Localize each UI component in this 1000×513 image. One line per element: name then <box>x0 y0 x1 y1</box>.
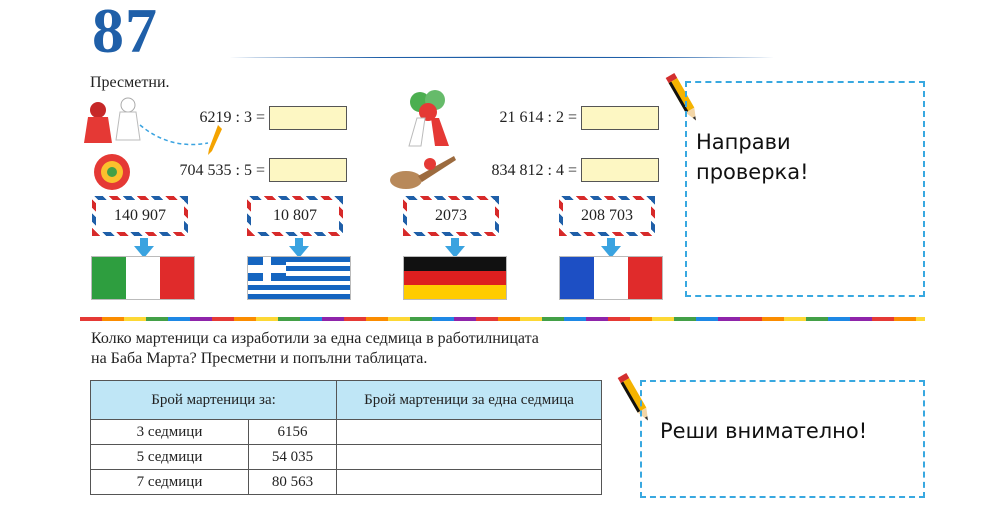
table-row: 3 седмици 6156 <box>90 419 602 445</box>
answer-field-2[interactable] <box>581 106 659 130</box>
stamp-answer-3: 2073 <box>403 196 499 236</box>
exercise-title: Пресметни. <box>90 74 170 91</box>
down-arrow-icon <box>601 238 621 258</box>
top-rule <box>229 56 775 58</box>
table-header-right: Брой мартеници за една седмица <box>336 380 602 420</box>
check-note-text: Направи проверка! <box>696 130 809 184</box>
clover-martenitsa-icon <box>408 90 449 147</box>
count-cell: 54 035 <box>248 444 337 470</box>
answer-cell[interactable] <box>336 419 602 445</box>
down-arrow-icon <box>445 238 465 258</box>
answer-field-4[interactable] <box>581 158 659 182</box>
stamp-answer-4: 208 703 <box>559 196 655 236</box>
page-number: 87 <box>92 0 158 66</box>
solve-note-box[interactable] <box>640 380 925 498</box>
table-header-left: Брой мартеници за: <box>90 380 337 420</box>
expression-2: 21 614 : 2 = <box>499 109 577 126</box>
stamp-answer-2: 10 807 <box>247 196 343 236</box>
table-row: 5 седмици 54 035 <box>90 444 602 470</box>
answer-cell[interactable] <box>336 469 602 495</box>
table-row: 7 седмици 80 563 <box>90 469 602 495</box>
pencil-icon <box>617 372 648 421</box>
pencil-icon <box>665 72 696 121</box>
period-cell: 5 седмици <box>90 444 249 470</box>
answer-field-3[interactable] <box>269 158 347 182</box>
results-table: Брой мартеници за: Брой мартеници за едн… <box>90 380 602 495</box>
period-cell: 7 седмици <box>90 469 249 495</box>
expression-4: 834 812 : 4 = <box>491 162 577 179</box>
section-divider <box>80 317 925 321</box>
solve-note-text: Реши внимателно! <box>660 419 868 443</box>
check-note-box[interactable] <box>685 81 925 297</box>
small-pencil-icon <box>208 125 222 155</box>
answer-cell[interactable] <box>336 444 602 470</box>
martenitsa-dolls-icon <box>84 97 209 146</box>
greece-flag <box>247 256 351 300</box>
italy-flag <box>91 256 195 300</box>
spoon-martenitsa-icon <box>390 156 456 189</box>
down-arrow-icon <box>134 238 154 258</box>
count-cell: 6156 <box>248 419 337 445</box>
period-cell: 3 седмици <box>90 419 249 445</box>
expression-1: 6219 : 3 = <box>199 109 265 126</box>
word-problem: Колко мартеници са изработили за една се… <box>91 330 539 367</box>
count-cell: 80 563 <box>248 469 337 495</box>
round-martenitsa-icon <box>94 154 130 190</box>
france-flag <box>559 256 663 300</box>
expression-3: 704 535 : 5 = <box>179 162 265 179</box>
stamp-answer-1: 140 907 <box>92 196 188 236</box>
answer-field-1[interactable] <box>269 106 347 130</box>
germany-flag <box>403 256 507 300</box>
down-arrow-icon <box>289 238 309 258</box>
